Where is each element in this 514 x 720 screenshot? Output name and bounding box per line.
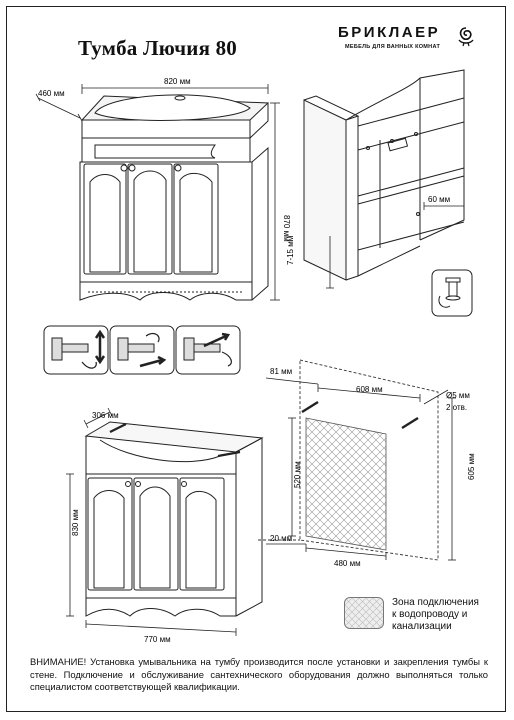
page-title: Тумба Лючия 80: [78, 36, 237, 60]
width-dimension: 820 мм: [164, 77, 191, 86]
floor-gap-dimension: 20 мм: [270, 534, 292, 543]
left-offset-dimension: 81 мм: [270, 367, 292, 376]
legend-text: Зона подключения к водопроводу и канализ…: [392, 597, 479, 632]
shelf-depth-dimension: 60 мм: [428, 195, 450, 204]
height-dimension: 870 мм: [282, 215, 291, 242]
warning-note: ВНИМАНИЕ! Установка умывальника на тумбу…: [30, 656, 488, 694]
warning-lead: ВНИМАНИЕ!: [30, 656, 87, 667]
bottom-width-dimension: 770 мм: [144, 635, 171, 644]
brand-name: БРИКЛАЕР: [338, 24, 441, 41]
total-height-dimension: 605 мм: [467, 453, 476, 480]
connection-zone: [305, 417, 387, 551]
zone-height-dimension: 520 мм: [293, 461, 302, 488]
warning-text: Установка умывальника на тумбу производи…: [30, 656, 488, 692]
page-frame: [6, 6, 506, 712]
zone-width-dimension: 480 мм: [334, 559, 361, 568]
foot-range-dimension: 7-15 мм: [286, 236, 295, 265]
bottom-depth-dimension: 306 мм: [92, 411, 119, 420]
hole-spacing-dimension: 608 мм: [356, 385, 383, 394]
hole-diameter-label: Ø5 мм: [446, 391, 470, 400]
connection-zone-swatch: [344, 597, 384, 629]
brand-logo-icon: [458, 27, 474, 47]
bottom-height-dimension: 830 мм: [71, 509, 80, 536]
hole-count-label: 2 отв.: [446, 403, 467, 412]
brand-tagline: МЕБЕЛЬ ДЛЯ ВАННЫХ КОМНАТ: [345, 44, 441, 50]
depth-dimension: 460 мм: [38, 89, 65, 98]
